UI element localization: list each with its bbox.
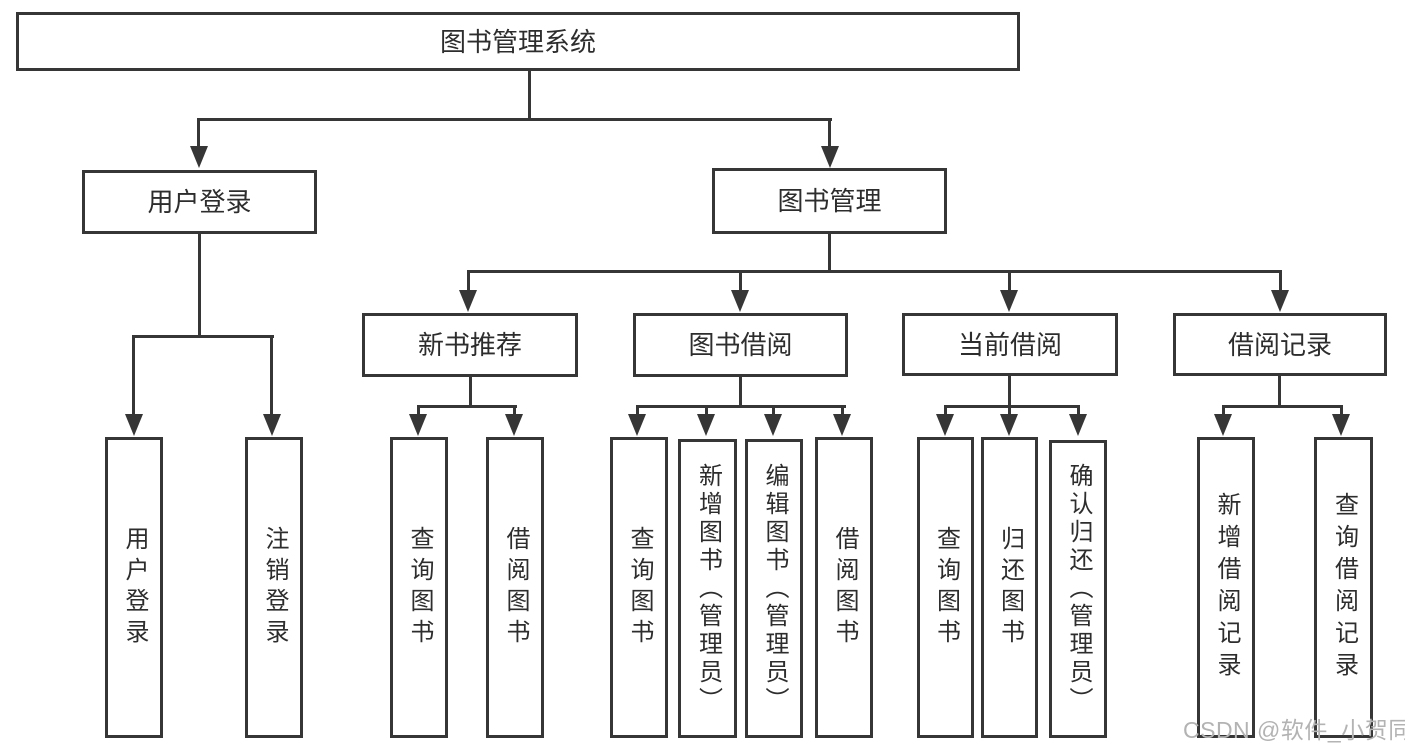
arrow-down-icon xyxy=(731,290,749,312)
arrow-down-icon xyxy=(125,414,143,436)
arrow-down-icon xyxy=(628,414,646,436)
node-query-books-1: 查询图书 xyxy=(390,437,448,738)
leaf-label: 用户登录 xyxy=(121,525,148,650)
node-borrowing-records: 借阅记录 xyxy=(1173,313,1387,376)
connector-line xyxy=(772,407,775,416)
connector-line xyxy=(1340,407,1343,416)
connector-line xyxy=(270,335,273,416)
node-query-borrow-record: 查询借阅记录 xyxy=(1314,437,1373,738)
arrow-down-icon xyxy=(1000,290,1018,312)
node-logout: 注销登录 xyxy=(245,437,303,738)
node-book-borrowing: 图书借阅 xyxy=(633,313,848,377)
connector-line xyxy=(841,407,844,416)
watermark: CSDN @软件_小贺同学 xyxy=(1183,717,1405,743)
node-confirm-return-admin: 确认归还（管理员） xyxy=(1049,440,1107,738)
node-library-management-system: 图书管理系统 xyxy=(16,12,1020,71)
leaf-label: 注销登录 xyxy=(261,525,288,650)
connector-line xyxy=(132,335,135,416)
connector-line xyxy=(469,376,472,408)
node-borrow-books-2: 借阅图书 xyxy=(815,437,873,738)
leaf-label: 新增图书（管理员） xyxy=(694,462,722,715)
leaf-label: 查询借阅记录 xyxy=(1330,491,1358,684)
connector-line xyxy=(705,407,708,416)
arrow-down-icon xyxy=(1000,414,1018,436)
node-current-borrowing: 当前借阅 xyxy=(902,313,1118,376)
connector-line xyxy=(636,407,639,416)
connector-line xyxy=(1222,407,1225,416)
arrow-down-icon xyxy=(263,414,281,436)
arrow-down-icon xyxy=(459,290,477,312)
leaf-label: 确认归还（管理员） xyxy=(1065,463,1092,715)
connector-line xyxy=(1279,272,1282,290)
connector-line xyxy=(828,118,831,148)
connector-line xyxy=(132,335,274,338)
connector-line xyxy=(944,407,947,416)
connector-line xyxy=(944,405,1080,408)
connector-line xyxy=(417,407,420,416)
arrow-down-icon xyxy=(190,146,208,168)
connector-line xyxy=(197,118,200,148)
node-query-books-3: 查询图书 xyxy=(917,437,974,738)
connector-line xyxy=(528,69,531,118)
arrow-down-icon xyxy=(936,414,954,436)
leaf-label: 查询图书 xyxy=(626,525,653,650)
arrow-down-icon xyxy=(409,414,427,436)
arrow-down-icon xyxy=(821,146,839,168)
node-borrow-books-1: 借阅图书 xyxy=(486,437,544,738)
node-return-books: 归还图书 xyxy=(981,437,1038,738)
connector-line xyxy=(739,272,742,290)
leaf-label: 编辑图书（管理员） xyxy=(761,462,788,715)
arrow-down-icon xyxy=(1069,414,1087,436)
connector-line xyxy=(1077,407,1080,416)
connector-line xyxy=(197,118,832,121)
leaf-label: 新增借阅记录 xyxy=(1213,491,1240,684)
node-user-login: 用户登录 xyxy=(82,170,317,234)
connector-line xyxy=(513,407,516,416)
arrow-down-icon xyxy=(1271,290,1289,312)
connector-line xyxy=(739,376,742,408)
node-add-book-admin: 新增图书（管理员） xyxy=(678,439,737,738)
connector-line xyxy=(198,232,201,338)
node-user-login-leaf: 用户登录 xyxy=(105,437,163,738)
connector-line xyxy=(467,270,1282,273)
arrow-down-icon xyxy=(1214,414,1232,436)
connector-line xyxy=(1008,407,1011,416)
node-edit-book-admin: 编辑图书（管理员） xyxy=(745,439,803,738)
arrow-down-icon xyxy=(1332,414,1350,436)
connector-line xyxy=(1278,376,1281,408)
connector-line xyxy=(467,272,470,290)
node-book-management: 图书管理 xyxy=(712,168,947,234)
leaf-label: 查询图书 xyxy=(932,525,960,650)
arrow-down-icon xyxy=(764,414,782,436)
node-add-borrow-record: 新增借阅记录 xyxy=(1197,437,1255,738)
node-query-books-2: 查询图书 xyxy=(610,437,668,738)
connector-line xyxy=(636,405,846,408)
connector-line xyxy=(1222,405,1343,408)
arrow-down-icon xyxy=(697,414,715,436)
connector-line xyxy=(828,231,831,273)
arrow-down-icon xyxy=(833,414,851,436)
leaf-label: 借阅图书 xyxy=(831,525,858,650)
arrow-down-icon xyxy=(505,414,523,436)
connector-line xyxy=(1008,376,1011,408)
node-new-book-recommendation: 新书推荐 xyxy=(362,313,578,377)
leaf-label: 归还图书 xyxy=(996,525,1024,650)
leaf-label: 查询图书 xyxy=(406,525,433,650)
connector-line xyxy=(1008,272,1011,290)
connector-line xyxy=(417,405,517,408)
leaf-label: 借阅图书 xyxy=(502,525,529,650)
